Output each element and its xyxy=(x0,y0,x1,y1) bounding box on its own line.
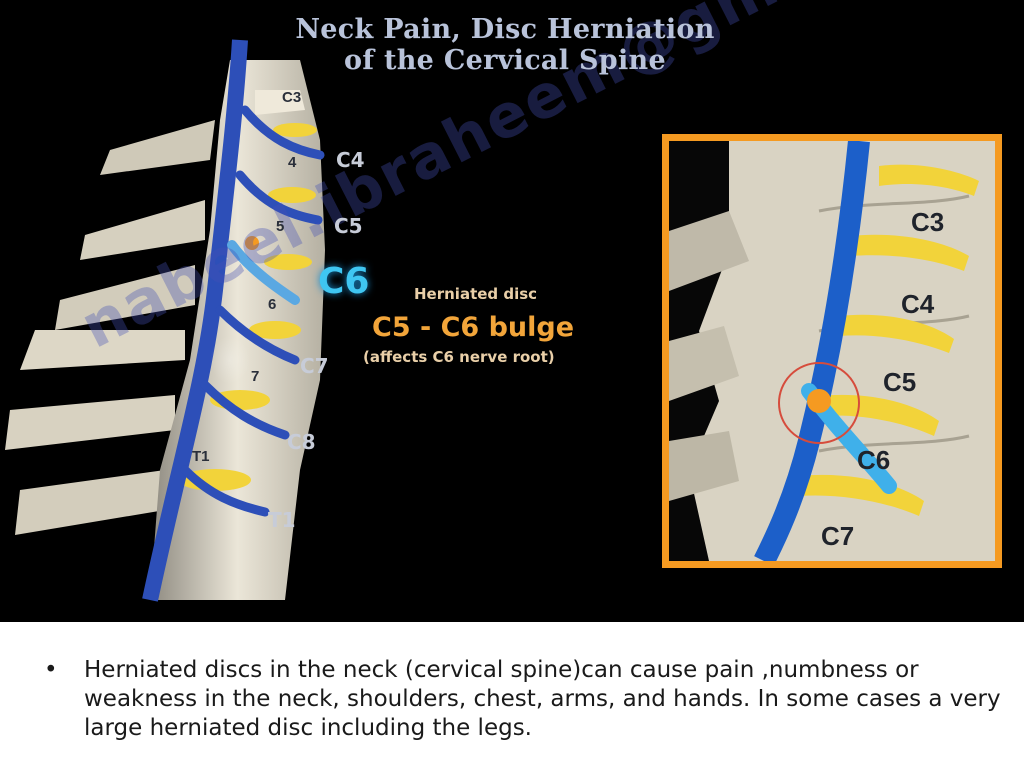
vertebra-label-5: 5 xyxy=(276,218,285,235)
nerve-label-c4: C4 xyxy=(336,148,365,172)
vertebra-label-4: 4 xyxy=(288,154,297,171)
title-line-1: Neck Pain, Disc Herniation xyxy=(295,14,715,45)
inset-closeup: C3 C4 C5 C6 C7 xyxy=(662,134,1002,568)
inset-spine-drawing xyxy=(669,141,995,561)
inset-label-c6: C6 xyxy=(857,445,891,475)
nerve-label-c8: C8 xyxy=(287,430,316,454)
nerve-label-c6-highlight: C6 xyxy=(318,261,370,302)
vertebra-label-7: 7 xyxy=(251,368,260,385)
bulge-label: C5 - C6 bulge xyxy=(372,312,575,343)
inset-label-c4: C4 xyxy=(901,289,935,319)
herniated-disc-label: Herniated disc xyxy=(414,285,538,303)
nerve-label-t1: T1 xyxy=(268,508,296,532)
inset-label-c3: C3 xyxy=(911,207,945,237)
affects-label: (affects C6 nerve root) xyxy=(363,348,555,366)
spine-illustration: nabeel.ibraheem@gmail.com Neck Pain, Dis… xyxy=(0,0,1024,622)
bullet-icon: • xyxy=(44,657,58,683)
nerve-label-c7: C7 xyxy=(300,354,329,378)
nerve-label-c5: C5 xyxy=(334,214,363,238)
vertebra-label-t1: T1 xyxy=(192,448,210,465)
caption-bullet-item: • Herniated discs in the neck (cervical … xyxy=(44,656,1004,743)
title-line-2: of the Cervical Spine xyxy=(344,45,666,76)
vertebra-label-c3: C3 xyxy=(282,89,302,106)
inset-label-c5: C5 xyxy=(883,367,917,397)
vertebra-label-6: 6 xyxy=(268,296,277,313)
caption-text: Herniated discs in the neck (cervical sp… xyxy=(84,657,1001,741)
slide-title: Neck Pain, Disc Herniation of the Cervic… xyxy=(230,14,780,76)
left-spine-drawing xyxy=(5,39,325,602)
inset-label-c7: C7 xyxy=(821,521,855,551)
